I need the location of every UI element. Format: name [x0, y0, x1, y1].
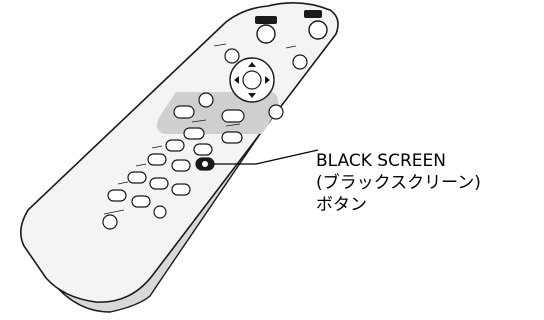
- highlight-band: [156, 92, 279, 134]
- power-on-button[interactable]: [308, 20, 328, 40]
- bottom-small-button[interactable]: [153, 205, 167, 219]
- black-screen-callout: BLACK SCREEN (ブラックスクリーン) ボタン: [316, 150, 481, 216]
- dpad-right-icon: [265, 76, 270, 84]
- off-label-box: [255, 16, 277, 24]
- callout-line-1: BLACK SCREEN: [316, 151, 446, 171]
- enter-button[interactable]: [242, 70, 262, 90]
- band-button-right[interactable]: [221, 109, 245, 123]
- power-off-button[interactable]: [256, 24, 276, 44]
- button-row3-a[interactable]: [165, 139, 185, 152]
- dpad-up-icon: [248, 62, 256, 67]
- top-left-button[interactable]: [224, 48, 240, 64]
- resize-button[interactable]: [183, 127, 205, 140]
- band-button-left[interactable]: [173, 105, 195, 119]
- input2-button[interactable]: [171, 159, 191, 172]
- break-timer-button[interactable]: [102, 214, 118, 230]
- top-right-button[interactable]: [292, 54, 308, 70]
- dpad-down-icon: [248, 93, 256, 98]
- volume-up-button[interactable]: [131, 195, 151, 208]
- volume-down-button[interactable]: [107, 189, 127, 202]
- printed-labels: [103, 43, 297, 215]
- callout-line-3: ボタン: [316, 195, 367, 215]
- callout-leader-line: [214, 149, 319, 165]
- button-row3-b[interactable]: [193, 143, 213, 156]
- on-label-box: [304, 10, 322, 18]
- input4-button[interactable]: [149, 177, 169, 190]
- mute-button[interactable]: [171, 183, 191, 196]
- callout-line-2: (ブラックスクリーン): [316, 173, 481, 193]
- remote-control: [20, 2, 339, 313]
- dpad-left-icon: [234, 76, 239, 84]
- remote-body: [20, 2, 339, 303]
- black-screen-button-mark: [202, 161, 208, 167]
- return-button[interactable]: [198, 92, 214, 108]
- input3-button[interactable]: [127, 171, 147, 184]
- menu-button[interactable]: [268, 104, 284, 120]
- freeze-button[interactable]: [221, 131, 243, 144]
- input1-button[interactable]: [147, 153, 167, 166]
